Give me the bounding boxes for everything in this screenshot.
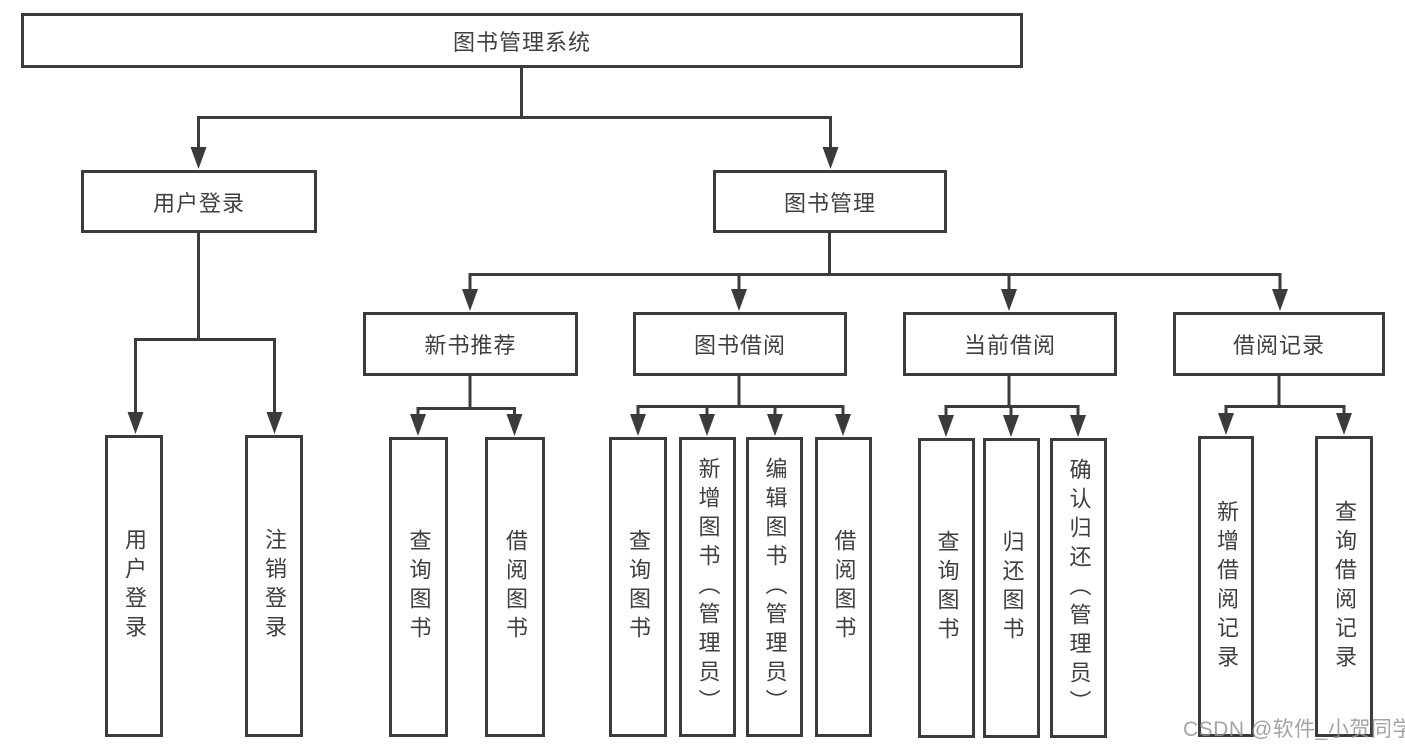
leaf-return-book-label: 归还图书 <box>999 530 1025 646</box>
node-user-login: 用户登录 <box>81 170 317 233</box>
arrow-down-icon <box>1070 415 1086 437</box>
leaf-return-book: 归还图书 <box>983 438 1040 738</box>
connector-bookborrow-to-leaves <box>636 374 845 420</box>
node-borrow-records-label: 借阅记录 <box>1232 333 1325 358</box>
arrow-down-icon <box>1001 289 1017 311</box>
node-current-borrow-label: 当前借阅 <box>963 333 1056 358</box>
leaf-borrow-edit-admin: 编辑图书（管理员） <box>746 437 803 737</box>
node-book-borrow-label: 图书借阅 <box>693 333 786 358</box>
leaf-borrow-query: 查询图书 <box>609 437 667 737</box>
leaf-user-login-label: 用户登录 <box>122 528 147 644</box>
arrow-down-icon <box>1336 413 1352 435</box>
node-book-management-label: 图书管理 <box>783 190 876 216</box>
leaf-confirm-return-admin-label: 确认归还（管理员） <box>1066 457 1092 719</box>
arrow-down-icon <box>835 414 851 436</box>
leaf-borrow-book: 借阅图书 <box>815 437 872 737</box>
leaf-borrow-add-admin: 新增图书（管理员） <box>679 437 736 737</box>
leaf-borrow-add-admin-label: 新增图书（管理员） <box>695 456 721 718</box>
leaf-borrow-query-label: 查询图书 <box>626 529 651 645</box>
node-borrow-records: 借阅记录 <box>1173 312 1385 376</box>
connector-bookmgmt-to-modules <box>468 231 1282 295</box>
leaf-user-login: 用户登录 <box>105 435 163 737</box>
leaf-query-record: 查询借阅记录 <box>1315 436 1373 737</box>
arrow-down-icon <box>731 289 747 311</box>
leaf-logout-label: 注销登录 <box>262 528 287 644</box>
leaf-query-record-label: 查询借阅记录 <box>1332 499 1357 674</box>
connector-records-to-leaves <box>1224 374 1346 419</box>
leaf-add-record-label: 新增借阅记录 <box>1214 499 1239 674</box>
node-book-management: 图书管理 <box>713 170 947 233</box>
leaf-add-record: 新增借阅记录 <box>1198 436 1254 737</box>
arrow-down-icon <box>822 147 839 169</box>
arrow-down-icon <box>410 414 426 436</box>
node-current-borrow: 当前借阅 <box>903 312 1117 376</box>
arrow-down-icon <box>1003 415 1019 437</box>
node-book-borrow: 图书借阅 <box>633 312 847 376</box>
leaf-newbook-query-label: 查询图书 <box>406 529 432 645</box>
node-root-label: 图书管理系统 <box>452 29 591 55</box>
arrow-down-icon <box>266 412 283 434</box>
arrow-down-icon <box>1218 413 1234 435</box>
leaf-current-query: 查询图书 <box>918 438 975 738</box>
watermark: CSDN @软件_小贺同学 <box>1183 718 1405 741</box>
node-new-book-recommend-label: 新书推荐 <box>424 333 517 358</box>
arrow-down-icon <box>767 414 783 436</box>
arrow-heads <box>127 147 1352 437</box>
leaf-borrow-book-label: 借阅图书 <box>831 529 857 645</box>
arrow-down-icon <box>630 414 646 436</box>
leaf-borrow-edit-admin-label: 编辑图书（管理员） <box>762 456 788 718</box>
arrow-down-icon <box>1272 289 1288 311</box>
leaf-newbook-borrow-label: 借阅图书 <box>503 529 528 645</box>
node-root: 图书管理系统 <box>21 13 1023 68</box>
arrow-down-icon <box>127 412 144 434</box>
arrow-down-icon <box>190 147 207 169</box>
connector-userlogin-to-leaves <box>134 231 276 416</box>
leaf-newbook-query: 查询图书 <box>389 437 448 737</box>
arrow-down-icon <box>699 414 715 436</box>
connector-root-to-level2 <box>197 66 832 152</box>
connector-newbook-to-leaves <box>416 374 516 420</box>
arrow-down-icon <box>938 415 954 437</box>
leaf-logout: 注销登录 <box>245 435 303 737</box>
node-user-login-label: 用户登录 <box>152 190 245 216</box>
connector-currentborrow-to-leaves <box>944 374 1080 421</box>
arrow-down-icon <box>462 289 478 311</box>
node-new-book-recommend: 新书推荐 <box>363 312 578 376</box>
leaf-confirm-return-admin: 确认归还（管理员） <box>1050 438 1107 738</box>
leaf-current-query-label: 查询图书 <box>934 530 960 646</box>
arrow-down-icon <box>506 414 523 436</box>
leaf-newbook-borrow: 借阅图书 <box>485 437 545 737</box>
